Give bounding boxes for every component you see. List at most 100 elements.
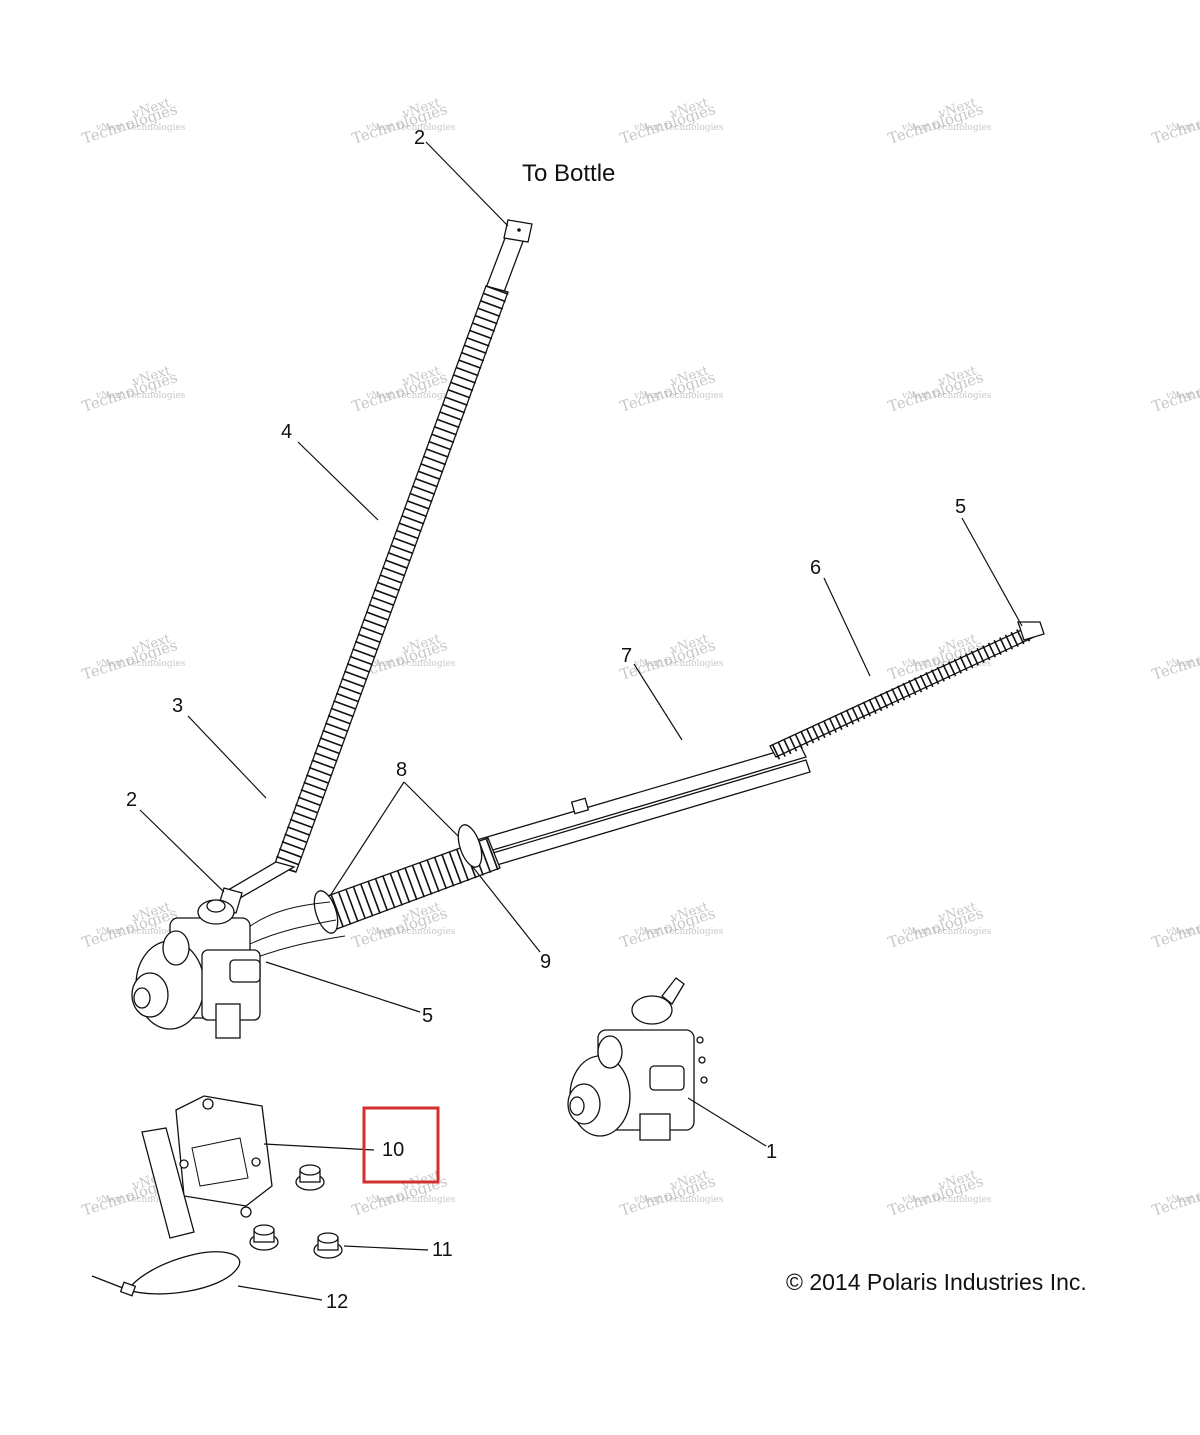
hose-rib bbox=[447, 388, 471, 399]
svg-text:vNext Technologies: vNext Technologies bbox=[95, 1195, 186, 1205]
hose-rib bbox=[485, 837, 499, 871]
svg-text:vNext Technologies: vNext Technologies bbox=[365, 391, 456, 401]
hose-rib bbox=[805, 728, 815, 744]
hose-rib bbox=[965, 653, 974, 669]
hose-rib bbox=[387, 551, 411, 562]
hose-rib bbox=[460, 351, 485, 362]
hose-rib bbox=[891, 688, 900, 704]
hose-rib bbox=[303, 781, 327, 792]
pump-part-1 bbox=[567, 977, 708, 1141]
hose-rib bbox=[477, 307, 501, 318]
hose-rib bbox=[885, 690, 894, 706]
svg-text:vNext Technologies: vNext Technologies bbox=[901, 391, 992, 401]
svg-text:vNext Technologies: vNext Technologies bbox=[633, 391, 724, 401]
hose-rib bbox=[297, 796, 322, 807]
hose-rib bbox=[419, 862, 433, 895]
hose-rib bbox=[783, 739, 792, 755]
hose-rib bbox=[292, 811, 316, 822]
svg-text:vNext Technologies: vNext Technologies bbox=[901, 1195, 992, 1205]
hose-rib bbox=[374, 878, 389, 912]
hose-rib bbox=[452, 374, 476, 384]
hose-rib bbox=[335, 692, 360, 703]
hose-rib bbox=[349, 655, 373, 666]
hose-rib bbox=[777, 741, 786, 757]
hose-rib bbox=[371, 596, 395, 607]
hose-rib bbox=[874, 696, 883, 712]
fasteners-part-11 bbox=[249, 1164, 343, 1259]
hose-rib bbox=[845, 709, 855, 725]
hose-rib bbox=[308, 766, 332, 777]
hose-rib bbox=[401, 514, 425, 525]
hose-rib bbox=[319, 737, 343, 747]
hose-rib bbox=[959, 655, 968, 672]
hose-rib bbox=[403, 507, 428, 518]
hose-rib bbox=[441, 403, 466, 414]
hose-rib bbox=[794, 733, 803, 749]
hose-rib bbox=[822, 720, 832, 736]
hose-rib bbox=[428, 440, 452, 451]
hose-rib bbox=[345, 889, 359, 923]
upper-hose-assembly bbox=[217, 219, 533, 914]
pump-assembly-installed bbox=[131, 899, 261, 1039]
hose-rib bbox=[953, 658, 962, 674]
hose-rib bbox=[398, 522, 422, 533]
copyright-notice: © 2014 Polaris Industries Inc. bbox=[786, 1269, 1087, 1295]
hose-rib bbox=[287, 826, 311, 836]
hose-rib bbox=[908, 680, 917, 696]
hose-rib bbox=[363, 618, 387, 629]
hose-rib bbox=[325, 722, 349, 733]
hose-rib bbox=[771, 744, 781, 760]
hose-rib bbox=[862, 701, 872, 717]
callout-5-right: 5 bbox=[955, 496, 966, 518]
hose-rib bbox=[333, 700, 357, 710]
hose-rib bbox=[993, 639, 1002, 655]
hose-rib bbox=[360, 884, 374, 917]
hose-rib bbox=[433, 856, 448, 890]
callout-5-low: 5 bbox=[422, 1005, 433, 1027]
callout-8: 8 bbox=[396, 759, 407, 781]
hose-rib bbox=[868, 698, 877, 714]
hose-rib bbox=[896, 685, 906, 701]
hose-rib bbox=[382, 875, 396, 909]
hose-rib bbox=[352, 648, 376, 658]
svg-text:vNext Technologies: vNext Technologies bbox=[1165, 659, 1200, 669]
hose-rib bbox=[420, 462, 444, 473]
hose-rib bbox=[422, 455, 447, 466]
svg-text:vNext Technologies: vNext Technologies bbox=[95, 123, 186, 133]
highlight-box bbox=[362, 1106, 440, 1184]
hose-rib bbox=[338, 685, 362, 696]
hose-rib bbox=[278, 848, 302, 859]
hose-rib bbox=[999, 637, 1008, 653]
hose-rib bbox=[379, 574, 403, 584]
callout-2-top: 2 bbox=[414, 127, 425, 149]
callout-6: 6 bbox=[810, 557, 821, 579]
hose-rib bbox=[439, 411, 463, 421]
svg-text:Technologies: Technologies bbox=[1150, 368, 1200, 416]
hose-rib bbox=[466, 336, 490, 347]
svg-text:vNext Technologies: vNext Technologies bbox=[95, 391, 186, 401]
hose-rib bbox=[913, 677, 923, 693]
hose-rib bbox=[902, 682, 911, 698]
hose-rib bbox=[344, 670, 368, 681]
hose-rib bbox=[311, 759, 335, 770]
hose-rib bbox=[368, 603, 392, 614]
hose-rib bbox=[982, 645, 991, 661]
hose-rib bbox=[289, 818, 313, 829]
hose-rib bbox=[879, 693, 889, 709]
svg-text:vNext Technologies: vNext Technologies bbox=[95, 659, 186, 669]
hose-rib bbox=[396, 870, 411, 903]
svg-text:vNext Technologies: vNext Technologies bbox=[365, 1195, 456, 1205]
callout-2-left: 2 bbox=[126, 789, 137, 811]
svg-text:Technologies: Technologies bbox=[1150, 100, 1200, 148]
hose-rib bbox=[828, 717, 837, 733]
